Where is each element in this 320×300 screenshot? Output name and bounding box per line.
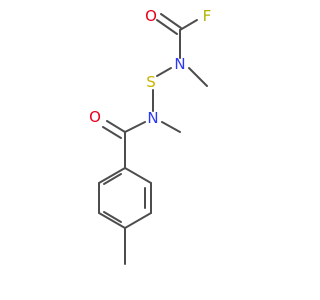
background — [0, 0, 300, 300]
bond-amide-double-a — [106, 120, 126, 133]
atom-oxygen-top: O — [145, 7, 157, 25]
bond-nitrogen-top-methyl — [188, 67, 208, 87]
ring-inner-bond-3 — [103, 173, 122, 185]
atom-labels: O F N S O N — [89, 7, 211, 127]
ring-bond-4 — [98, 212, 126, 229]
atom-sulfur: S — [146, 73, 156, 91]
bonds — [98, 13, 208, 265]
molecule-diagram: O F N S O N — [0, 0, 300, 300]
ring-inner-bond-2 — [103, 211, 122, 223]
bond-carbonyl-double-b — [156, 19, 178, 35]
bond-carbon-fluorine — [179, 19, 198, 31]
atom-nitrogen-amide: N — [147, 109, 158, 127]
atom-nitrogen-top: N — [174, 55, 185, 73]
ring-bond-6 — [98, 167, 126, 184]
bond-amide-double-b — [102, 126, 122, 139]
bond-nitrogen-amide-carbon — [124, 121, 146, 133]
ring-bond-3 — [124, 212, 152, 229]
bond-nitrogen-top-sulfur — [156, 67, 172, 77]
bond-nitrogen-amide-methyl — [161, 121, 181, 133]
ring-bond-1 — [124, 167, 152, 184]
bond-carbonyl-double-a — [160, 13, 182, 29]
atom-oxygen-amide: O — [89, 108, 101, 126]
atom-fluorine: F — [203, 7, 212, 25]
